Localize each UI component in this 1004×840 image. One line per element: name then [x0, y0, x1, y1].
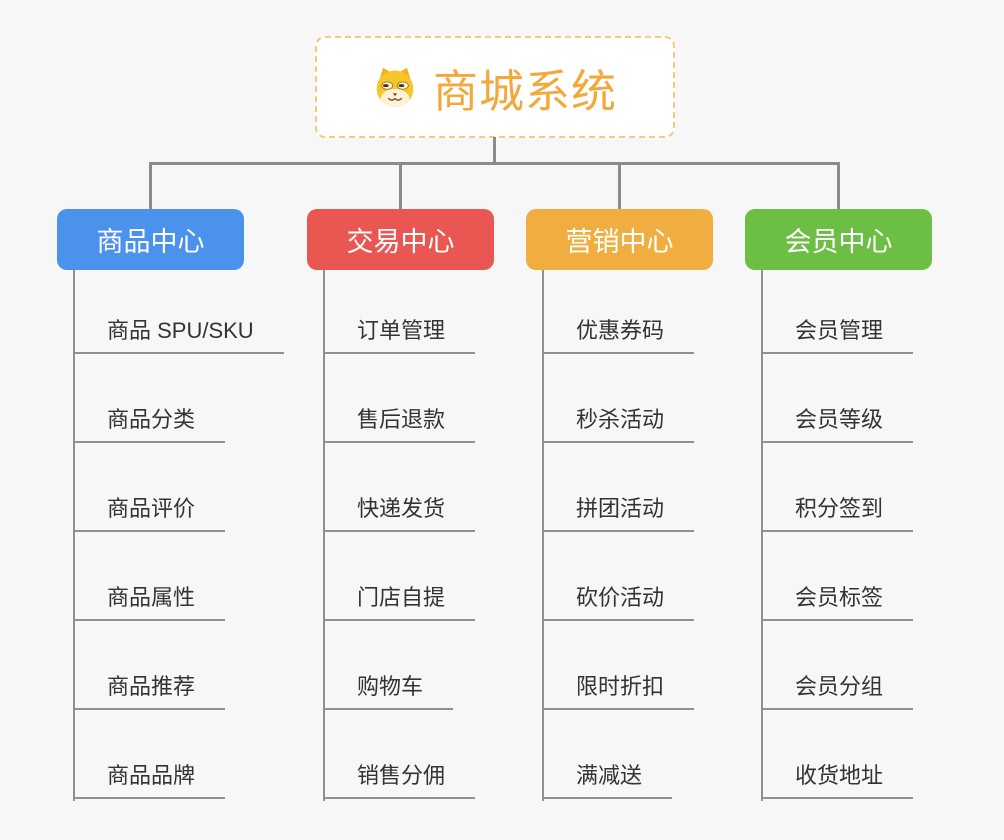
leaf-node[interactable]: 商品 SPU/SKU — [73, 318, 284, 354]
leaf-node[interactable]: 销售分佣 — [323, 763, 476, 799]
branch-node-3[interactable]: 营销中心 — [526, 209, 713, 270]
branch-node-1[interactable]: 商品中心 — [57, 209, 244, 270]
dog-face-icon — [373, 65, 417, 109]
branch-children: 订单管理售后退款快递发货门店自提购物车销售分佣 — [323, 270, 563, 801]
leaf-node[interactable]: 满减送 — [542, 763, 673, 799]
connector-drop — [618, 162, 621, 209]
connector-trunk — [542, 270, 544, 801]
leaf-node[interactable]: 售后退款 — [323, 407, 476, 443]
connector-root-stem — [493, 137, 496, 164]
branch-node-2[interactable]: 交易中心 — [307, 209, 494, 270]
leaf-node[interactable]: 砍价活动 — [542, 585, 695, 621]
connector-trunk — [323, 270, 325, 801]
connector-trunk — [73, 270, 75, 801]
connector-drop — [149, 162, 152, 209]
branch-children: 优惠券码秒杀活动拼团活动砍价活动限时折扣满减送 — [542, 270, 782, 801]
leaf-node[interactable]: 优惠券码 — [542, 318, 695, 354]
connector-drop — [837, 162, 840, 209]
leaf-node[interactable]: 门店自提 — [323, 585, 476, 621]
leaf-node[interactable]: 商品推荐 — [73, 674, 226, 710]
branch-children: 商品 SPU/SKU 商品分类商品评价商品属性商品推荐商品品牌 — [73, 270, 313, 801]
leaf-node[interactable]: 会员等级 — [761, 407, 914, 443]
leaf-node[interactable]: 快递发货 — [323, 496, 476, 532]
connector-trunk — [761, 270, 763, 801]
leaf-node[interactable]: 收货地址 — [761, 763, 914, 799]
leaf-node[interactable]: 订单管理 — [323, 318, 476, 354]
leaf-node[interactable]: 商品品牌 — [73, 763, 226, 799]
leaf-node[interactable]: 积分签到 — [761, 496, 914, 532]
branch-node-4[interactable]: 会员中心 — [745, 209, 932, 270]
leaf-node[interactable]: 商品分类 — [73, 407, 226, 443]
leaf-node[interactable]: 会员分组 — [761, 674, 914, 710]
leaf-node[interactable]: 限时折扣 — [542, 674, 695, 710]
branch-children: 会员管理会员等级积分签到会员标签会员分组收货地址 — [761, 270, 1001, 801]
leaf-node[interactable]: 拼团活动 — [542, 496, 695, 532]
leaf-node[interactable]: 会员管理 — [761, 318, 914, 354]
leaf-node[interactable]: 秒杀活动 — [542, 407, 695, 443]
leaf-node[interactable]: 商品属性 — [73, 585, 226, 621]
connector-drop — [399, 162, 402, 209]
leaf-node[interactable]: 购物车 — [323, 674, 454, 710]
leaf-node[interactable]: 商品评价 — [73, 496, 226, 532]
root-node[interactable]: 商城系统 — [315, 36, 675, 138]
root-title: 商城系统 — [432, 65, 617, 117]
leaf-node[interactable]: 会员标签 — [761, 585, 914, 621]
connector-bus — [149, 162, 839, 165]
